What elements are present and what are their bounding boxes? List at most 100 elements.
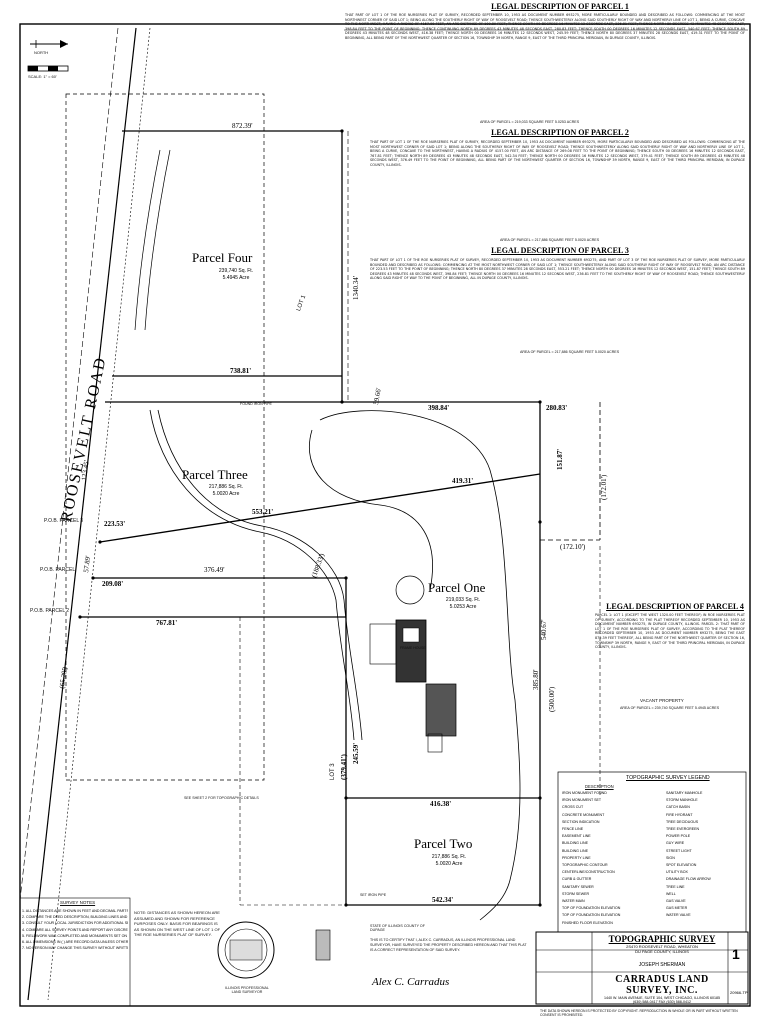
legend-row: GAS METER <box>666 906 688 911</box>
legend-row: FIRE HYDRANT <box>666 812 693 817</box>
legend-row: TREE EVERGREEN <box>666 827 700 832</box>
survey-markers <box>78 129 542 907</box>
dim-1340: 1340.34' <box>352 275 360 300</box>
dashed-boundary <box>65 93 265 781</box>
roosevelt-road <box>19 27 151 1001</box>
legal-foot-1: AREA OF PARCEL = 219,033 SQUARE FEET 5.0… <box>480 120 580 124</box>
client-name: JOSEPH SHERMAN <box>638 962 686 968</box>
legend-row: BUILDING LINE <box>562 848 588 853</box>
legal-foot-3: AREA OF PARCEL = 217,886 SQUARE FEET 5.0… <box>520 350 620 354</box>
legend-row: CROSS CUT <box>562 805 584 810</box>
dim-398: 398.84' <box>428 404 450 412</box>
house-footprint <box>369 575 457 753</box>
legend-row: SANITARY MANHOLE <box>666 791 703 795</box>
parcel-two-area: 217,886 Sq. Ft. <box>431 854 467 860</box>
note-item: 5. FIELDWORK WAS COMPLETED AND MONUMENTS… <box>22 933 128 938</box>
legal-foot-2: AREA OF PARCEL = 217,886 SQUARE FEET 5.0… <box>500 238 600 242</box>
legend-row: PROPERTY LINE <box>562 855 591 860</box>
note-item: 1. ALL DISTANCES ARE SHOWN IN FEET AND D… <box>22 909 128 913</box>
frame-house-label: FRAME HOUSE <box>400 646 426 650</box>
parcel-three-area: 217,886 Sq. Ft. <box>208 484 244 490</box>
dim-767: 767.81' <box>156 619 178 627</box>
dim-416: 416.38' <box>430 800 452 808</box>
dim-172b: (172.10') <box>560 543 586 551</box>
legend-row: IRON MONUMENT FOUND <box>562 791 607 795</box>
parcel-two-acres: 5.0020 Acre <box>435 861 463 867</box>
parcel-two-boundary <box>345 798 541 906</box>
legend-row: SECTION INDICATION <box>562 819 600 824</box>
legend-row: STORM SEWER <box>562 891 590 896</box>
dim-209: 209.08' <box>102 580 124 588</box>
note-item: 3. CONSULT YOUR LOCAL JURISDICTION FOR A… <box>22 921 128 926</box>
dim-738: 738.81' <box>230 367 252 375</box>
note-item: 2. COMPARE THE DEED DESCRIPTION, BUILDIN… <box>22 915 128 920</box>
legal-body-4: PARCEL 1: LOT 1 (EXCEPT THE WEST 1320.00… <box>595 613 745 650</box>
dim-379: (379.41') <box>340 754 348 780</box>
lot3-label: LOT 3 <box>330 763 336 780</box>
line-553 <box>99 473 541 543</box>
dim-500: (500.00') <box>548 686 556 712</box>
dim-553: 553.21' <box>252 508 274 516</box>
parcel-one-area: 219,033 Sq. Ft. <box>445 597 481 603</box>
parcel-two-name: Parcel Two <box>414 836 473 851</box>
legend-left: IRON MONUMENT FOUND IRON MONUMENT SET CR… <box>562 790 652 927</box>
note-item: 6. ALL DIMENSIONS IN ( ) ARE RECORD DATA… <box>22 940 128 945</box>
legend-row: EASEMENT LINE <box>562 834 591 839</box>
north-arrow-icon <box>30 40 68 48</box>
legend-row: FENCE LINE <box>562 827 584 832</box>
legend-row: CURB & GUTTER <box>562 877 592 882</box>
survey-county: DU PAGE COUNTY, ILLINOIS <box>635 949 689 954</box>
parcel-three-name: Parcel Three <box>182 467 248 482</box>
legend-right: SANITARY MANHOLE STORM MANHOLE CATCH BAS… <box>666 790 744 920</box>
parcel-three-acres: 5.0020 Acre <box>212 491 240 497</box>
legend-row: WATER VALVE <box>666 913 691 918</box>
legend-row: CATCH BASIN <box>666 805 690 810</box>
notes-list: 1. ALL DISTANCES ARE SHOWN IN FEET AND D… <box>22 908 128 951</box>
driveway-loop <box>319 410 521 921</box>
company-phone: (630) 588-0417 FAX (630) 588-0412 <box>633 1000 691 1004</box>
north-label: NORTH <box>34 50 49 55</box>
legend-row: BUILDING LINE <box>562 841 588 846</box>
see-sheet-note: SEE SHEET 2 FOR TOPOGRAPHIC DETAILS <box>184 796 259 800</box>
legend-row: IRON MONUMENT SET <box>562 798 602 803</box>
dim-151: 151.87' <box>556 448 564 470</box>
certification-text: THIS IS TO CERTIFY THAT I, ALEX C. CARRA… <box>370 938 527 952</box>
legend-row: GAS VALVE <box>666 899 686 904</box>
distance-note: NOTE: DISTANCES AS SHOWN HEREON ARE ASSU… <box>134 910 221 938</box>
legal-foot-4: AREA OF PARCEL = 239,740 SQUARE FEET 5.4… <box>620 706 720 710</box>
title-block-heading: TOPOGRAPHIC SURVEY 2S470 ROOSEVELT ROAD,… <box>598 934 726 954</box>
legend-subtitle: DESCRIPTION <box>585 784 614 789</box>
legend-row: DRAINAGE FLOW ARROW <box>666 877 711 882</box>
legend-row: STREET LIGHT <box>666 848 692 853</box>
dim-172a: (172.01') <box>600 474 608 500</box>
legend-row: GUY WIRE <box>666 841 685 846</box>
surveyor-seal <box>217 921 275 979</box>
copyright-footer: THE DATA SHOWN HEREON IS PROTECTED BY CO… <box>540 1009 738 1017</box>
pob-parcel: P.O.B. PARCEL <box>40 567 76 573</box>
notes-title: SURVEY NOTES <box>60 900 96 905</box>
legend-row: TREE DECIDUOUS <box>666 819 699 824</box>
company-name: CARRADUS LAND SURVEY, INC. <box>615 974 709 996</box>
legend-row: CENTERLINE/CONSTRUCTION <box>562 870 615 875</box>
scale-bar <box>27 65 69 72</box>
seal-text: ILLINOIS PROFESSIONAL LAND SURVEYOR <box>225 986 269 994</box>
vacant-label: VACANT PROPERTY <box>640 698 684 703</box>
parcel-four-boundary <box>105 130 343 403</box>
dim-872: 872.39' <box>232 122 253 130</box>
legend-row: WATER MAIN <box>562 899 585 904</box>
parcel-four-acres: 5.4945 Acre <box>222 275 250 281</box>
job-number: 20966-TP <box>730 990 748 995</box>
legend-row: TREE LINE <box>666 884 685 889</box>
legal-body-2: THAT PART OF LOT 1 OF THE ROE NURSERIES … <box>370 140 745 167</box>
legal-title-1: LEGAL DESCRIPTION OF PARCEL 1 <box>491 2 629 11</box>
legend-row: CONCRETE MONUMENT <box>562 812 605 817</box>
pob-parcel-2: P.O.B. PARCEL 2 <box>30 608 70 614</box>
dim-280: 280.83' <box>546 404 568 412</box>
legal-title-4: LEGAL DESCRIPTION OF PARCEL 4 <box>606 602 744 611</box>
parcel-one-acres: 5.0253 Acre <box>449 604 477 610</box>
parcel-one-name: Parcel One <box>428 580 486 595</box>
legend-row: WELL <box>666 891 676 896</box>
dim-542: 542.34' <box>432 896 454 904</box>
